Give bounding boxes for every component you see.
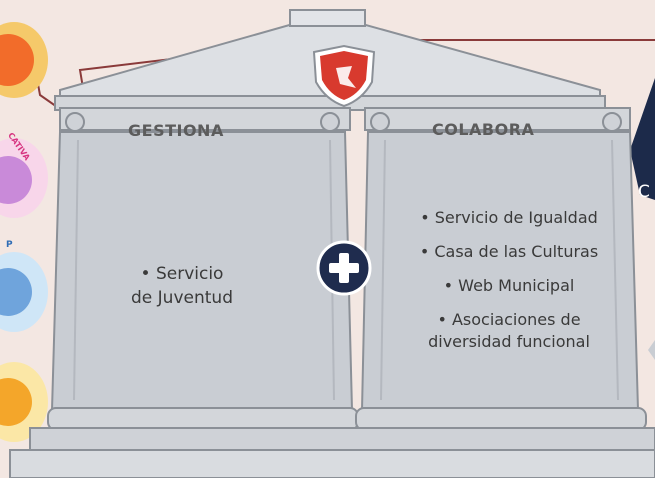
right-capital [364, 107, 631, 132]
edge-letter: C [638, 182, 650, 202]
gestiona-item: • Servicio [140, 264, 224, 284]
colabora-list: • Servicio de Igualdad • Casa de las Cul… [378, 207, 640, 353]
badge-purple [0, 156, 32, 204]
colabora-item: • Web Municipal [443, 276, 575, 295]
badge-blue [0, 268, 32, 316]
right-navy-edge [630, 78, 655, 200]
colabora-item: • Asociaciones de [437, 310, 581, 329]
colabora-item: • Servicio de Igualdad [420, 208, 598, 227]
gestiona-item: de Juventud [131, 288, 233, 308]
colabora-item: diversidad funcional [428, 332, 590, 351]
badge-orange [0, 34, 34, 86]
temple-base [9, 407, 655, 478]
left-badge-strip [0, 22, 48, 442]
left-capital [59, 107, 351, 132]
right-edge-fragment [648, 340, 655, 360]
badge-yellow [0, 378, 32, 426]
side-label-p: P [6, 240, 13, 250]
colabora-header: COLABORA [432, 120, 535, 139]
shield-emblem-icon [312, 44, 376, 108]
gestiona-list: • Servicio de Juventud [92, 262, 272, 310]
gestiona-header: GESTIONA [128, 121, 224, 140]
plus-circle-icon [316, 240, 372, 296]
colabora-item: • Casa de las Culturas [419, 242, 599, 261]
